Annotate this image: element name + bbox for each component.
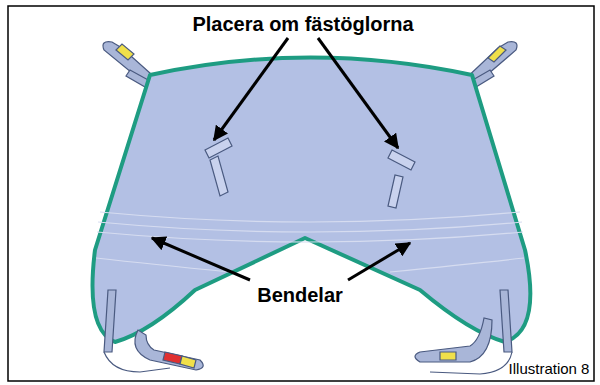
- caption: Illustration 8: [509, 360, 590, 377]
- attachment-loops: [205, 138, 415, 208]
- frame: [8, 6, 594, 381]
- instruction-label: Placera om fästöglorna: [192, 13, 413, 35]
- leader-arrows: [152, 38, 410, 280]
- part-label: Bendelar: [257, 284, 343, 306]
- sling-body: [93, 58, 531, 343]
